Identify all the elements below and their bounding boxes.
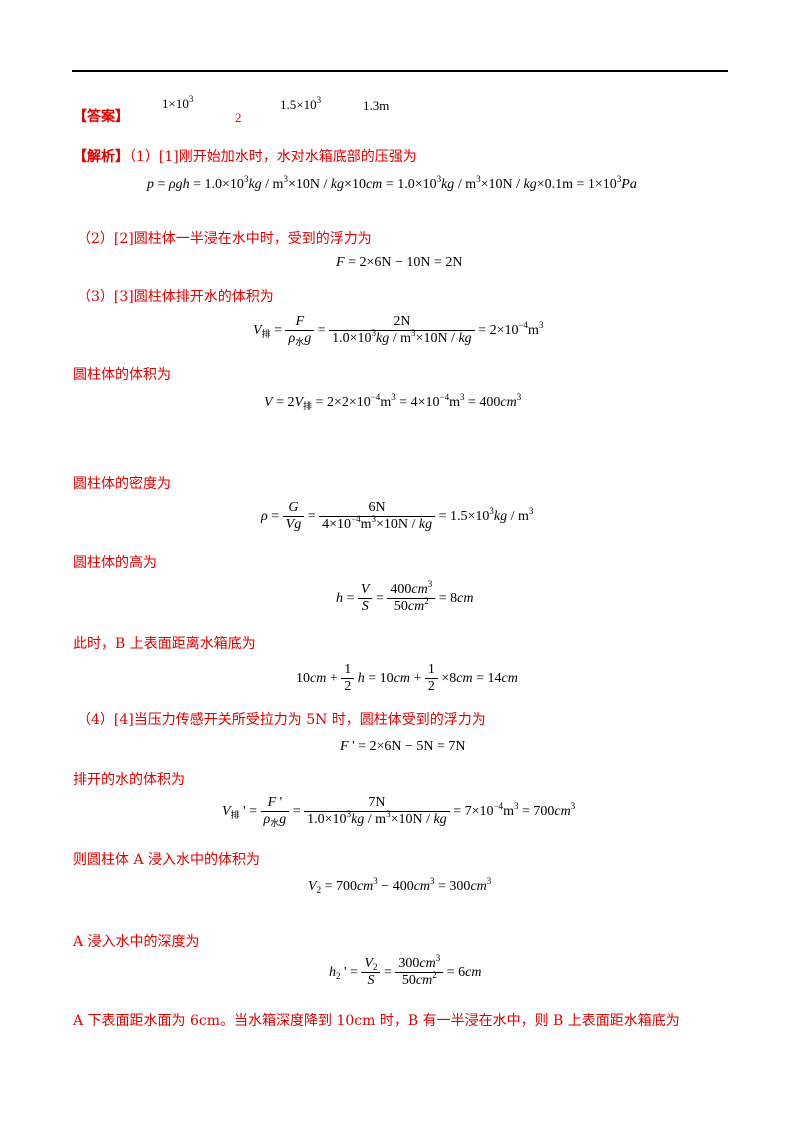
answer-4: 1.3m (363, 98, 390, 113)
analysis-paragraph-7: 此时，B 上表面距离水箱底为 (73, 636, 256, 652)
analysis-paragraph-10: 则圆柱体 A 浸入水中的体积为 (73, 852, 261, 868)
analysis-paragraph-11: A 浸入水中的深度为 (73, 934, 200, 950)
analysis-paragraph-2: （2）[2]圆柱体一半浸在水中时，受到的浮力为 (77, 231, 372, 247)
answer-3: 1.5×103 (280, 95, 322, 113)
equation-buoyancy-new: F ' = 2×6N − 5N = 7N (340, 739, 466, 754)
analysis-paragraph-9: 排开的水的体积为 (73, 772, 185, 788)
equation-pressure: p = ρgh = 1.0×103kg / m3×10N / kg×10cm =… (147, 174, 637, 192)
analysis-label: 【解析】 (73, 149, 129, 165)
analysis-paragraph-6: 圆柱体的高为 (73, 555, 157, 571)
answer-1: 1×103 (162, 94, 194, 112)
answer-2: 2 (235, 110, 242, 125)
analysis-paragraph-1: 【解析】（1）[1]刚开始加水时，水对水箱底部的压强为 (73, 149, 417, 165)
analysis-paragraph-4: 圆柱体的体积为 (73, 367, 171, 383)
answer-label: 【答案】 (73, 109, 129, 125)
equation-submerged-volume: V2 = 700cm3 − 400cm3 = 300cm3 (308, 876, 492, 895)
analysis-paragraph-12: A 下表面距水面为 6cm。当水箱深度降到 10cm 时，B 有一半浸在水中，则… (73, 1013, 680, 1029)
equation-cylinder-volume: V = 2V排 = 2×2×10−4m3 = 4×10−4m3 = 400cm3 (264, 392, 522, 411)
analysis-paragraph-8: （4）[4]当压力传感开关所受拉力为 5N 时，圆柱体受到的浮力为 (77, 712, 486, 728)
equation-buoyancy-half: F = 2×6N − 10N = 2N (336, 255, 463, 270)
analysis-paragraph-3: （3）[3]圆柱体排开水的体积为 (77, 289, 274, 305)
header-rule (72, 70, 728, 72)
analysis-paragraph-5: 圆柱体的密度为 (73, 476, 171, 492)
